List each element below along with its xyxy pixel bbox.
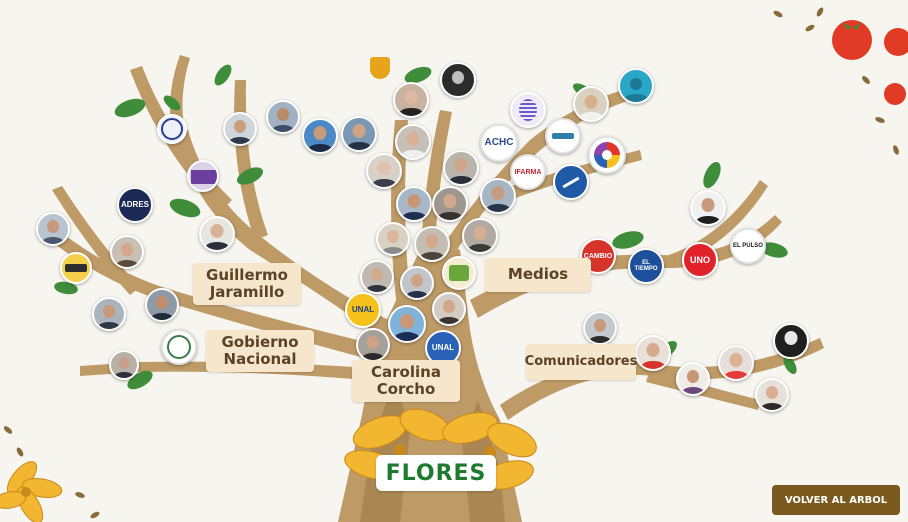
profile-node[interactable] bbox=[690, 190, 726, 226]
profile-node[interactable] bbox=[432, 292, 466, 326]
profile-node[interactable] bbox=[573, 86, 609, 122]
label-line-2: Jaramillo bbox=[209, 283, 285, 301]
profile-node[interactable] bbox=[676, 362, 710, 396]
profile-node[interactable] bbox=[356, 328, 390, 362]
profile-node[interactable] bbox=[199, 216, 235, 252]
el-pulso-logo-text: EL PULSO bbox=[733, 243, 763, 249]
el-tiempo-logo-text: EL TIEMPO bbox=[634, 260, 658, 272]
ifarma-logo-node[interactable]: IFARMA bbox=[510, 154, 546, 190]
label-medios[interactable]: Medios bbox=[485, 258, 591, 292]
profile-placeholder-node[interactable] bbox=[618, 68, 654, 104]
profile-node[interactable] bbox=[432, 186, 468, 222]
profile-node[interactable] bbox=[266, 100, 300, 134]
cambio-logo-text: CAMBIO bbox=[583, 252, 613, 260]
profile-node[interactable] bbox=[145, 288, 179, 322]
profile-node[interactable] bbox=[773, 323, 809, 359]
profile-node[interactable] bbox=[396, 186, 432, 222]
logo-node[interactable] bbox=[510, 92, 546, 128]
profile-node[interactable] bbox=[110, 235, 144, 269]
profile-node[interactable] bbox=[36, 212, 70, 246]
seal-logo-node[interactable] bbox=[364, 52, 396, 84]
profile-node[interactable] bbox=[109, 350, 139, 380]
branch-right bbox=[470, 215, 782, 318]
profile-node[interactable] bbox=[223, 112, 257, 146]
label-line-1: Guillermo bbox=[206, 265, 288, 284]
el-pulso-logo-node[interactable]: EL PULSO bbox=[730, 228, 766, 264]
profile-node[interactable] bbox=[635, 335, 671, 371]
profile-node[interactable] bbox=[755, 378, 789, 412]
profile-node[interactable] bbox=[341, 116, 377, 152]
logo-node[interactable] bbox=[588, 136, 626, 174]
profile-node[interactable] bbox=[360, 260, 394, 294]
adres-logo-node[interactable]: ADRES bbox=[117, 187, 153, 223]
logo-node[interactable] bbox=[545, 118, 581, 154]
label-comunicadores[interactable]: Comunicadores bbox=[525, 344, 637, 380]
logo-node[interactable] bbox=[442, 256, 476, 290]
profile-node[interactable] bbox=[718, 345, 754, 381]
achc-logo-text: ACHC bbox=[484, 137, 514, 148]
uno-logo-text: UNO bbox=[690, 254, 710, 265]
branch-left bbox=[172, 130, 398, 345]
back-to-tree-button[interactable]: VOLVER AL ARBOL bbox=[772, 485, 900, 515]
profile-node[interactable] bbox=[583, 311, 617, 345]
profile-node[interactable] bbox=[393, 82, 429, 118]
unal-logo-node[interactable]: UNAL bbox=[345, 292, 381, 328]
profile-node[interactable] bbox=[443, 150, 479, 186]
corner-flower-bottom-left bbox=[0, 426, 100, 522]
profile-node[interactable] bbox=[388, 305, 426, 343]
el-tiempo-logo-node[interactable]: EL TIEMPO bbox=[628, 248, 664, 284]
uno-logo-node[interactable]: UNO bbox=[682, 242, 718, 278]
profile-node[interactable] bbox=[395, 124, 431, 160]
ifarma-logo-text: IFARMA bbox=[514, 168, 542, 176]
logo-node[interactable] bbox=[553, 164, 589, 200]
label-gobierno-nacional[interactable]: Gobierno Nacional bbox=[206, 330, 314, 372]
profile-node[interactable] bbox=[480, 178, 516, 214]
root-badge-flores: FLORES bbox=[376, 455, 496, 491]
achc-logo-node[interactable]: ACHC bbox=[480, 124, 518, 162]
label-line-1: Gobierno bbox=[221, 332, 299, 351]
label-line-1: Carolina bbox=[371, 362, 441, 381]
profile-node[interactable] bbox=[92, 297, 126, 331]
profile-node[interactable] bbox=[366, 153, 402, 189]
label-line-2: Corcho bbox=[376, 380, 436, 398]
profile-node[interactable] bbox=[187, 160, 219, 192]
corner-tomatoes-top-right bbox=[773, 7, 908, 155]
logo-node[interactable] bbox=[60, 252, 92, 284]
profile-node[interactable] bbox=[302, 118, 338, 154]
profile-node[interactable] bbox=[414, 226, 450, 262]
unal-logo-text: UNAL bbox=[351, 305, 375, 314]
profile-node[interactable] bbox=[376, 222, 410, 256]
unal-logo-text: UNAL bbox=[431, 343, 455, 352]
label-carolina-corcho[interactable]: Carolina Corcho bbox=[352, 360, 460, 402]
adres-logo-text: ADRES bbox=[120, 200, 149, 209]
label-line-2: Nacional bbox=[223, 350, 297, 368]
profile-node[interactable] bbox=[462, 218, 498, 254]
profile-node[interactable] bbox=[440, 62, 476, 98]
profile-node[interactable] bbox=[400, 266, 434, 300]
gobierno-logo-node[interactable] bbox=[161, 329, 197, 365]
label-guillermo-jaramillo[interactable]: Guillermo Jaramillo bbox=[193, 263, 301, 305]
profile-node[interactable] bbox=[157, 114, 187, 144]
branch-far-left bbox=[50, 230, 378, 360]
